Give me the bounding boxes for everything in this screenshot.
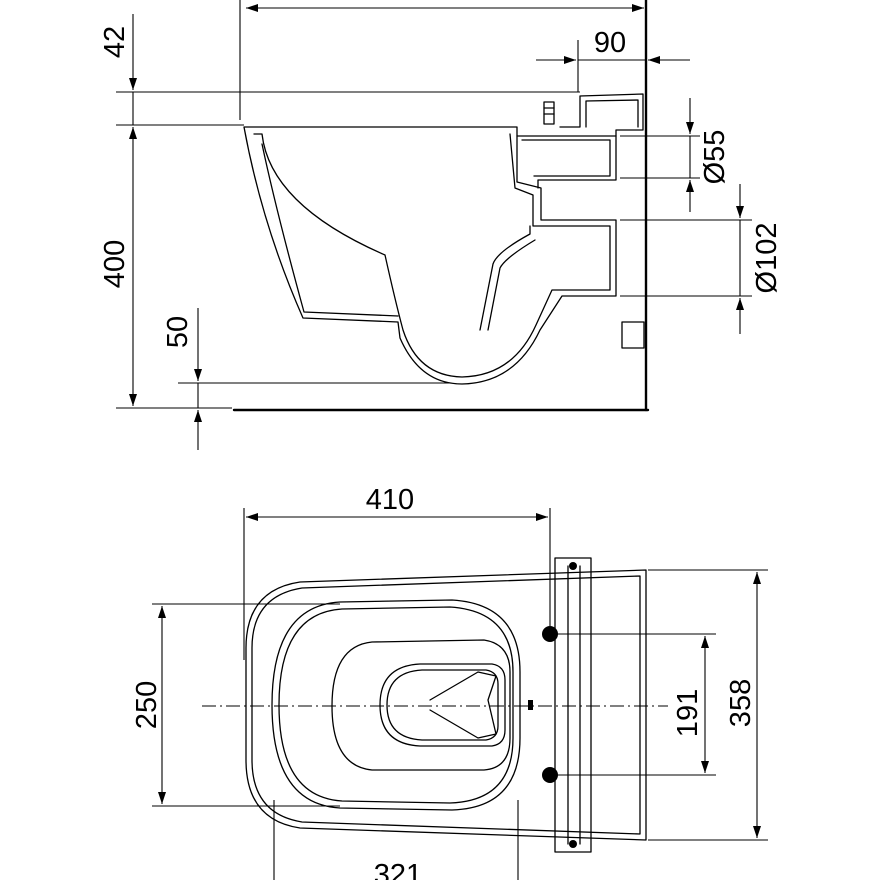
outlet-opening-inner: [386, 669, 499, 741]
dim-label-connector-offset: 90: [594, 27, 626, 59]
top-view: 410 250 191 358 321: [131, 484, 768, 880]
water-inlet: [516, 135, 617, 189]
trap-wall: [479, 225, 531, 331]
plate-screw: [569, 840, 577, 848]
dim-label-bowl-inner-width: 250: [131, 681, 163, 729]
top-bracket: [559, 93, 644, 137]
bowl-outer-profile: [243, 126, 617, 385]
dim-label-overall-width: 358: [725, 679, 757, 727]
side-view: 540 90 42 400 50 Ø55 Ø102: [99, 0, 783, 450]
dim-label-fixing-spacing: 191: [672, 689, 704, 737]
dim-label-inlet-diameter: Ø55: [699, 130, 731, 185]
dim-label-floor-gap: 50: [162, 316, 194, 348]
fixing-hole-bottom: [542, 767, 558, 783]
trap-wall-inner: [487, 239, 536, 331]
dim-label-outlet-diameter: Ø102: [751, 223, 783, 294]
waste-connector: [621, 321, 645, 349]
dim-label-offset-top: 42: [99, 26, 131, 58]
top-bracket-inner: [585, 99, 639, 128]
outlet-opening: [379, 663, 506, 747]
rim-outline: [271, 599, 521, 811]
bowl-front-wall: [261, 143, 399, 317]
dim-label-bowl-length: 410: [366, 484, 414, 516]
outlet-funnel: [429, 671, 497, 739]
mounting-plate: [554, 557, 592, 853]
rim-outline-inner: [278, 606, 514, 804]
bowl-interior: [331, 639, 511, 771]
logo-mark: [528, 700, 533, 710]
dim-label-height: 400: [99, 240, 131, 288]
bowl-outer-outline-inner: [251, 575, 641, 835]
bowl-outer-outline: [245, 569, 647, 841]
bowl-inner-profile: [253, 133, 611, 378]
fixing-bolt: [543, 101, 555, 125]
dim-label-opening-length: 321: [374, 859, 422, 880]
water-inlet-inner: [521, 139, 611, 177]
fixing-hole-top: [542, 626, 558, 642]
dim-label-overall-depth: 540: [421, 0, 469, 5]
plate-screw: [569, 562, 577, 570]
